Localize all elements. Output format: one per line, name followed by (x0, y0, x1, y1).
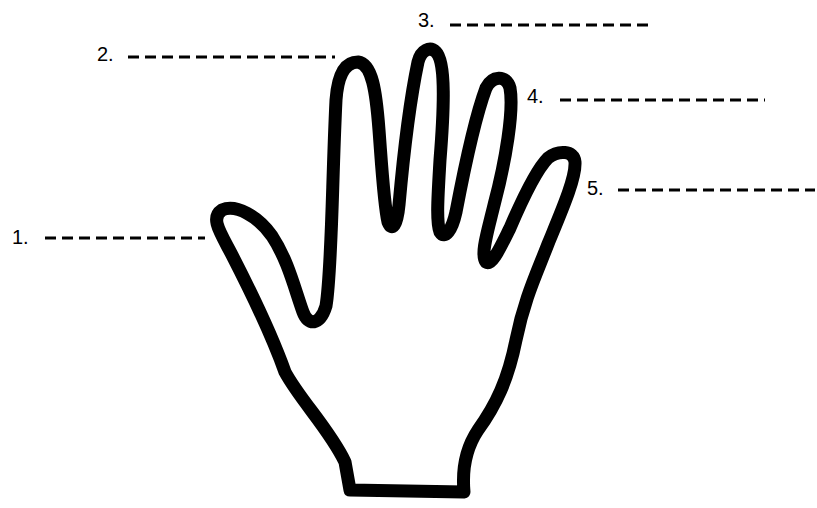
leader-lines (45, 25, 815, 238)
blank-line (45, 237, 205, 240)
blank-line (618, 189, 815, 192)
callout-number: 2. (97, 42, 114, 66)
blank-line (560, 99, 765, 102)
callout-number: 1. (12, 225, 29, 249)
blank-line (450, 24, 652, 27)
callout-number: 4. (527, 84, 544, 108)
callout-number: 5. (587, 176, 604, 200)
hand-outline (217, 49, 575, 492)
blank-line (128, 56, 335, 59)
callout-number: 3. (418, 8, 435, 32)
